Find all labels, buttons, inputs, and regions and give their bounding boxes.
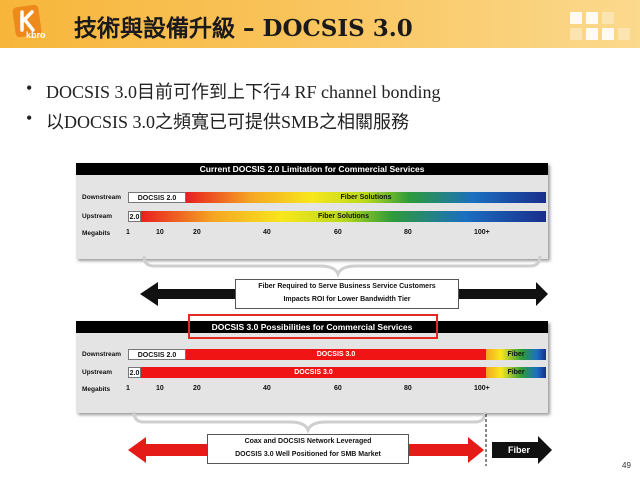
tick-label: 1	[126, 229, 130, 236]
downstream-label: Downstream	[82, 351, 122, 358]
tick-label: 10	[156, 229, 164, 236]
top-note-box: Fiber Required to Serve Business Service…	[235, 279, 459, 309]
tick-label: 100+	[474, 229, 490, 236]
downstream-fiber-bar: Fiber	[486, 349, 546, 360]
bottom-note-box: Coax and DOCSIS Network Leveraged DOCSIS…	[207, 434, 409, 464]
bullet-dot: •	[26, 78, 33, 98]
note-line: Coax and DOCSIS Network Leveraged	[244, 438, 372, 445]
docsis2-limitation-panel: Current DOCSIS 2.0 Limitation for Commer…	[76, 163, 548, 259]
upstream-fiber-bar: Fiber	[486, 367, 546, 378]
panel-title: DOCSIS 3.0 Possibilities for Commercial …	[76, 321, 548, 333]
upstream-docsis3-bar: DOCSIS 3.0	[141, 367, 486, 378]
fiber-arrow-label: Fiber	[508, 445, 531, 455]
tick-label: 20	[193, 229, 201, 236]
highlight-frame	[188, 314, 438, 339]
kbro-logo	[12, 4, 42, 38]
tick-label: 60	[334, 385, 342, 392]
page-number: 49	[622, 461, 631, 470]
tick-label: 100+	[474, 385, 490, 392]
note-line: DOCSIS 3.0 Well Positioned for SMB Marke…	[235, 451, 381, 458]
tick-label: 80	[404, 385, 412, 392]
bullet-text: 以DOCSIS 3.0之頻寬已可提供SMB之相關服務	[46, 112, 410, 132]
downstream-docsis3-bar: DOCSIS 3.0	[186, 349, 486, 360]
downstream-docsis2-bar: DOCSIS 2.0	[128, 349, 186, 360]
title-english: DOCSIS 3.0	[262, 15, 413, 42]
upstream-fiber-bar: Fiber Solutions	[141, 211, 546, 222]
note-line: Impacts ROI for Lower Bandwidth Tier	[283, 296, 411, 303]
downstream-label: Downstream	[82, 194, 122, 201]
tick-label: 20	[193, 385, 201, 392]
note-line: Fiber Required to Serve Business Service…	[258, 283, 436, 290]
tick-label: 40	[263, 229, 271, 236]
megabits-label: Megabits	[82, 230, 111, 237]
docsis3-possibilities-panel: DOCSIS 3.0 Possibilities for Commercial …	[76, 321, 548, 413]
upstream-docsis2-bar: 2.0	[128, 211, 141, 222]
page-title: 技術與設備升級 – DOCSIS 3.0	[74, 9, 413, 43]
tick-label: 40	[263, 385, 271, 392]
downstream-docsis2-bar: DOCSIS 2.0	[128, 192, 186, 203]
megabits-label: Megabits	[82, 386, 111, 393]
decorative-squares-icon	[570, 12, 630, 40]
bullet-dot: •	[26, 108, 33, 128]
downstream-fiber-bar: Fiber Solutions	[186, 192, 546, 203]
bullet-text: DOCSIS 3.0目前可作到上下行4 RF channel bonding	[46, 82, 441, 102]
fiber-arrow-shape	[492, 436, 552, 464]
panel-title: Current DOCSIS 2.0 Limitation for Commer…	[76, 163, 548, 175]
upstream-docsis2-bar: 2.0	[128, 367, 141, 378]
title-chinese: 技術與設備升級 –	[74, 16, 263, 42]
logo-text: kbro	[26, 30, 46, 40]
tick-label: 60	[334, 229, 342, 236]
tick-label: 10	[156, 385, 164, 392]
header-bar: kbro 技術與設備升級 – DOCSIS 3.0	[0, 0, 640, 48]
tick-label: 80	[404, 229, 412, 236]
tick-label: 1	[126, 385, 130, 392]
upstream-label: Upstream	[82, 369, 112, 376]
upstream-label: Upstream	[82, 213, 112, 220]
